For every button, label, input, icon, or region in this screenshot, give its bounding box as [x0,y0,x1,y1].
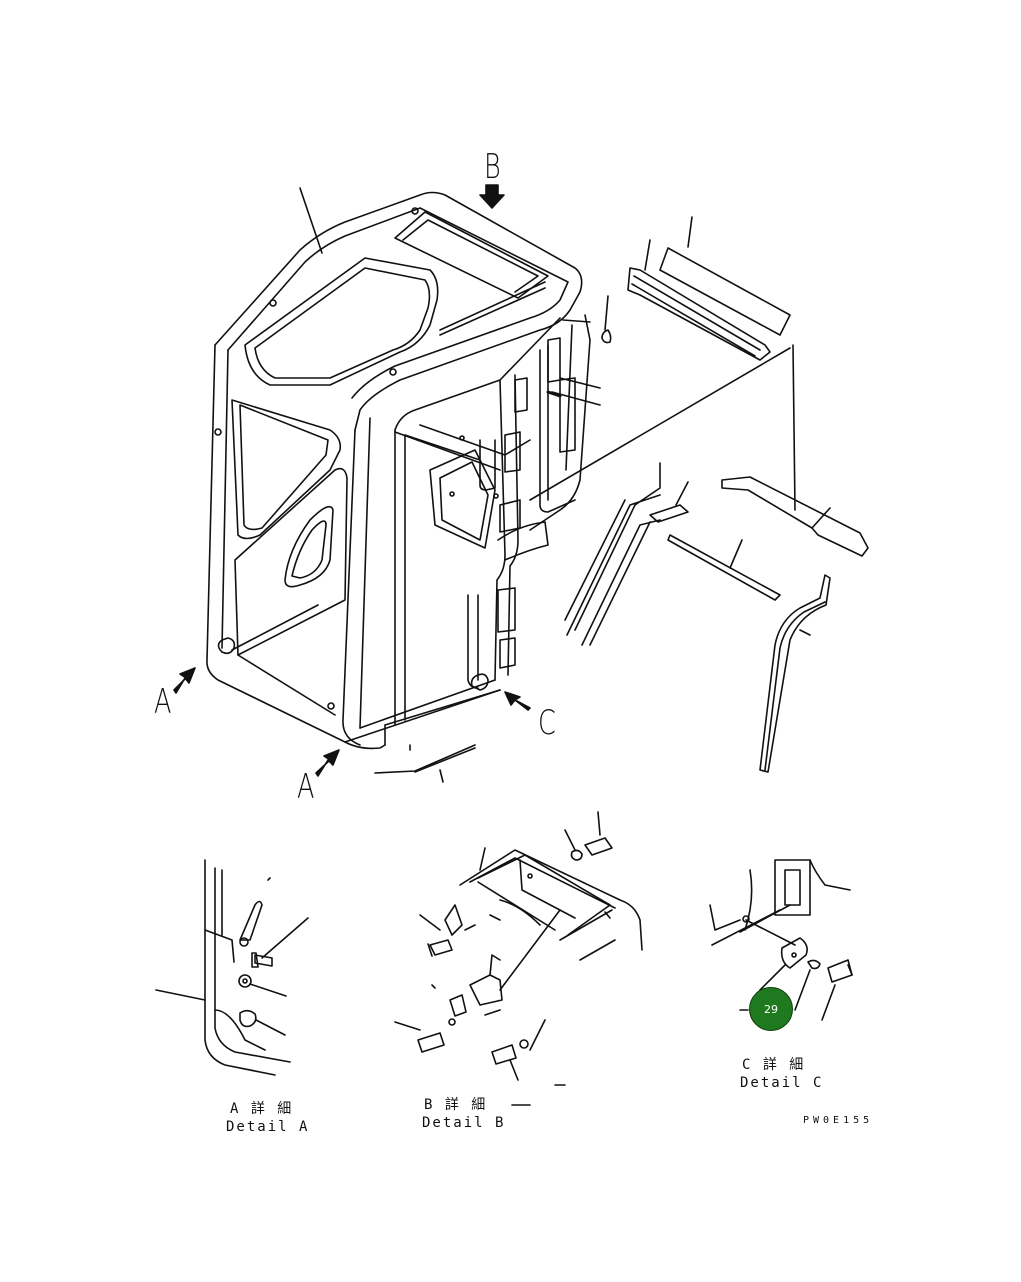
detail-a-drawing [155,859,309,1076]
arrow-c [504,691,531,711]
view-label-a-left: A [154,682,172,722]
part-callout-number: 29 [764,1002,778,1016]
detail-b-jp-caption: B 詳 細 [424,1097,488,1113]
detail-b-caption: Detail B [422,1115,506,1131]
arrow-a-left [173,667,196,694]
view-label-c: C [538,703,556,743]
detail-c-jp-caption: C 詳 細 [742,1057,806,1073]
detail-b-drawing [394,811,643,1106]
drawing-code: PW0E155 [803,1115,874,1126]
detail-c-caption: Detail C [740,1075,824,1091]
cab-frame [206,191,591,750]
view-label-b: B [484,147,501,187]
view-label-a-bottom: A [297,767,315,807]
part-callout-29[interactable]: 29 [749,987,793,1031]
detail-c-drawing [709,859,853,1021]
arrow-b [479,184,505,209]
view-arrows [173,184,531,777]
detail-a-jp-caption: A 詳 細 [230,1101,294,1117]
detail-a-caption: Detail A [226,1119,310,1135]
leader-roof [299,187,323,254]
arrow-a-bottom [315,749,340,777]
exploded-parts [374,216,869,783]
